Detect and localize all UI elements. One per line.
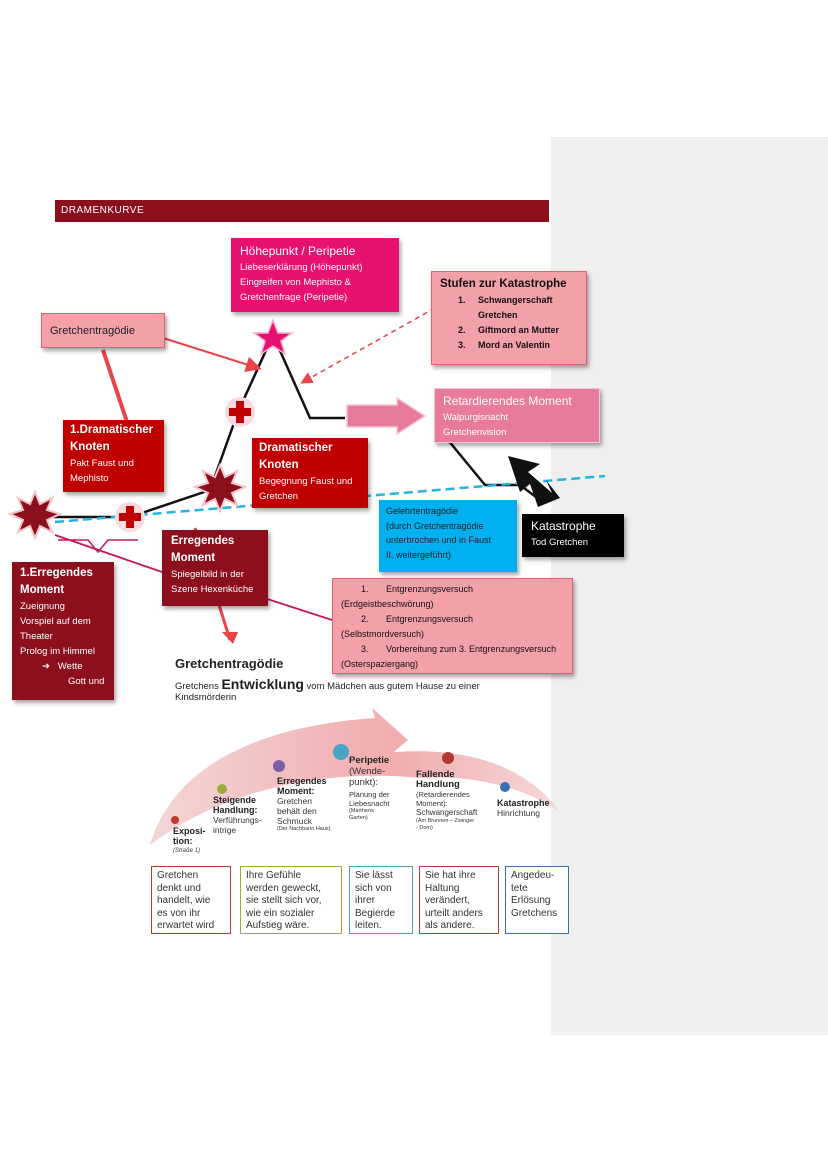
- line-to-entgrenzung: [257, 595, 333, 621]
- stage-dot-erregendes: [273, 760, 285, 772]
- development-arc: [150, 708, 560, 845]
- hoehepunkt-line: Gretchenfrage (Peripetie): [240, 292, 348, 303]
- stage-dot-exposition: [171, 816, 179, 824]
- gelehrten-box: Gelehrtentragödie (durch Gretchentragödi…: [379, 500, 517, 572]
- knoten1-box: 1.Dramatischer Knoten Pakt Faust und Mep…: [63, 420, 164, 492]
- gray-side-panel: [551, 137, 828, 1035]
- gelehrten-line: II. weitergeführt): [386, 549, 452, 560]
- stufen-box: Stufen zur Katastrophe 1.Schwangerschaft…: [431, 271, 587, 365]
- knoten1-line: Pakt Faust und: [70, 458, 134, 469]
- retardierendes-line: Gretchenvision: [443, 427, 507, 438]
- knoten1-title: Knoten: [70, 441, 110, 453]
- katastrophe-box: Katastrophe Tod Gretchen: [522, 514, 624, 557]
- hoehepunkt-line: Liebeserklärung (Höhepunkt): [240, 262, 363, 273]
- erregendes1-subline: Gott und: [68, 676, 105, 687]
- stage-exposition: Exposi- tion: (Straße 1): [173, 826, 206, 854]
- stage-fallende: Fallende Handlung (Retardierendes Moment…: [416, 769, 478, 832]
- stage-dot-steigende: [217, 784, 227, 794]
- burst-icon: [7, 489, 63, 541]
- retardierendes-title: Retardierendes Moment: [443, 394, 572, 408]
- erregendes-line: Spiegelbild in der: [171, 569, 244, 580]
- knoten2-line: Gretchen: [259, 491, 299, 502]
- stufen-item: Gretchen: [478, 310, 518, 320]
- entgrenzung-item: 1.Entgrenzungsversuch: [361, 584, 474, 594]
- erregendes-title: Moment: [171, 552, 216, 564]
- arrow-hexenkueche-head: [222, 632, 238, 644]
- hoehepunkt-line: Eingreifen von Mephisto &: [240, 277, 351, 288]
- erregendes1-line: Zueignung: [20, 601, 65, 612]
- erregendes1-box: 1.Erregendes Moment Zueignung Vorspiel a…: [12, 562, 114, 700]
- knoten2-box: Dramatischer Knoten Begegnung Faust und …: [252, 438, 368, 508]
- lightning-icon: [508, 456, 560, 507]
- erregendes1-line: Theater: [20, 631, 53, 642]
- knoten2-title: Knoten: [259, 459, 299, 471]
- stufen-item: 3.Mord an Valentin: [458, 340, 551, 350]
- entgrenzung-item: 3.Vorbereitung zum 3. Entgrenzungsversuc…: [361, 644, 557, 654]
- gretchentragoedie-label: Gretchentragödie: [41, 313, 165, 348]
- entgrenzung-sub: (Selbstmordversuch): [341, 629, 425, 639]
- erregendes1-subline: ➔ Wette: [42, 661, 83, 672]
- stage-dot-katastrophe: [500, 782, 510, 792]
- entgrenzung-sub: (Osterspaziergang): [341, 659, 419, 669]
- knoten1-title: 1.Dramatischer: [70, 424, 154, 436]
- gelehrten-line: (durch Gretchentragödie: [386, 520, 484, 531]
- stufen-title: Stufen zur Katastrophe: [440, 278, 567, 290]
- entgrenzung-item: 2.Entgrenzungsversuch: [361, 614, 474, 624]
- peak-star-icon: [251, 317, 295, 356]
- erregendes1-line: Prolog im Himmel: [20, 646, 95, 657]
- erregendes-line: Szene Hexenküche: [171, 584, 254, 595]
- lower-title: Gretchentragödie: [175, 656, 284, 671]
- gelehrten-line: unterbrochen und in Faust: [386, 535, 492, 545]
- arrow-stufen-dashed: [300, 307, 436, 384]
- page-header: DRAMENKURVE: [55, 200, 549, 222]
- entgrenzung-sub: (Erdgeistbeschwörung): [341, 599, 434, 609]
- stage-steigende: Steigende Handlung: Verführungs- intrige: [213, 795, 262, 835]
- knoten2-line: Begegnung Faust und: [259, 476, 353, 487]
- stufen-item: 1.Schwangerschaft: [458, 295, 553, 305]
- lower-subtitle: Gretchens Entwicklung vom Mädchen aus gu…: [175, 676, 480, 692]
- knoten2-title: Dramatischer: [259, 442, 333, 454]
- stage-katastrophe: Katastrophe Hinrichtung: [497, 798, 550, 818]
- hoehepunkt-box: Höhepunkt / Peripetie Liebeserklärung (H…: [231, 238, 399, 312]
- stufen-item: 2.Giftmord an Mutter: [458, 325, 559, 335]
- bracket: [58, 539, 138, 554]
- knoten1-line: Mephisto: [70, 473, 109, 484]
- stage-dot-peripetie: [333, 744, 349, 760]
- arrow-right-icon: ➔: [42, 661, 50, 672]
- entgrenzung-box: 1.Entgrenzungsversuch (Erdgeistbeschwöru…: [332, 578, 573, 674]
- cross-marker-icon: [225, 397, 255, 427]
- hoehepunkt-title: Höhepunkt / Peripetie: [240, 244, 356, 258]
- line-gretchen-to-knoten: [101, 349, 130, 426]
- katastrophe-line: Tod Gretchen: [531, 537, 589, 548]
- burst-icon: [192, 462, 248, 514]
- retard-block-arrow: [346, 396, 427, 436]
- retardierendes-box: Retardierendes Moment Walpurgisnacht Gre…: [434, 388, 600, 443]
- arrow-gretchentragoedie: [162, 337, 262, 373]
- gelehrten-line: Gelehrtentragödie: [386, 506, 459, 516]
- erregendes-title: Erregendes: [171, 535, 235, 547]
- line-erregendes-left: [54, 534, 163, 573]
- erregendes1-title: Moment: [20, 584, 65, 596]
- stage-dot-fallende: [442, 752, 454, 764]
- erregendes1-title: 1.Erregendes: [20, 567, 93, 579]
- cyan-dashed-line: [54, 474, 606, 524]
- stage-erregendes: Erregendes Moment: Gretchen behält den S…: [277, 776, 331, 832]
- stage-peripetie: Peripetie (Wende- punkt): Planung der Li…: [349, 755, 390, 821]
- erregendes1-line: Vorspiel auf dem: [20, 616, 91, 627]
- katastrophe-title: Katastrophe: [531, 519, 596, 533]
- lower-subtitle-line2: Kindsmörderin: [175, 692, 237, 703]
- erregendes-box: Erregendes Moment Spiegelbild in der Sze…: [162, 530, 268, 606]
- cross-marker-icon: [115, 502, 145, 532]
- retardierendes-line: Walpurgisnacht: [443, 412, 509, 423]
